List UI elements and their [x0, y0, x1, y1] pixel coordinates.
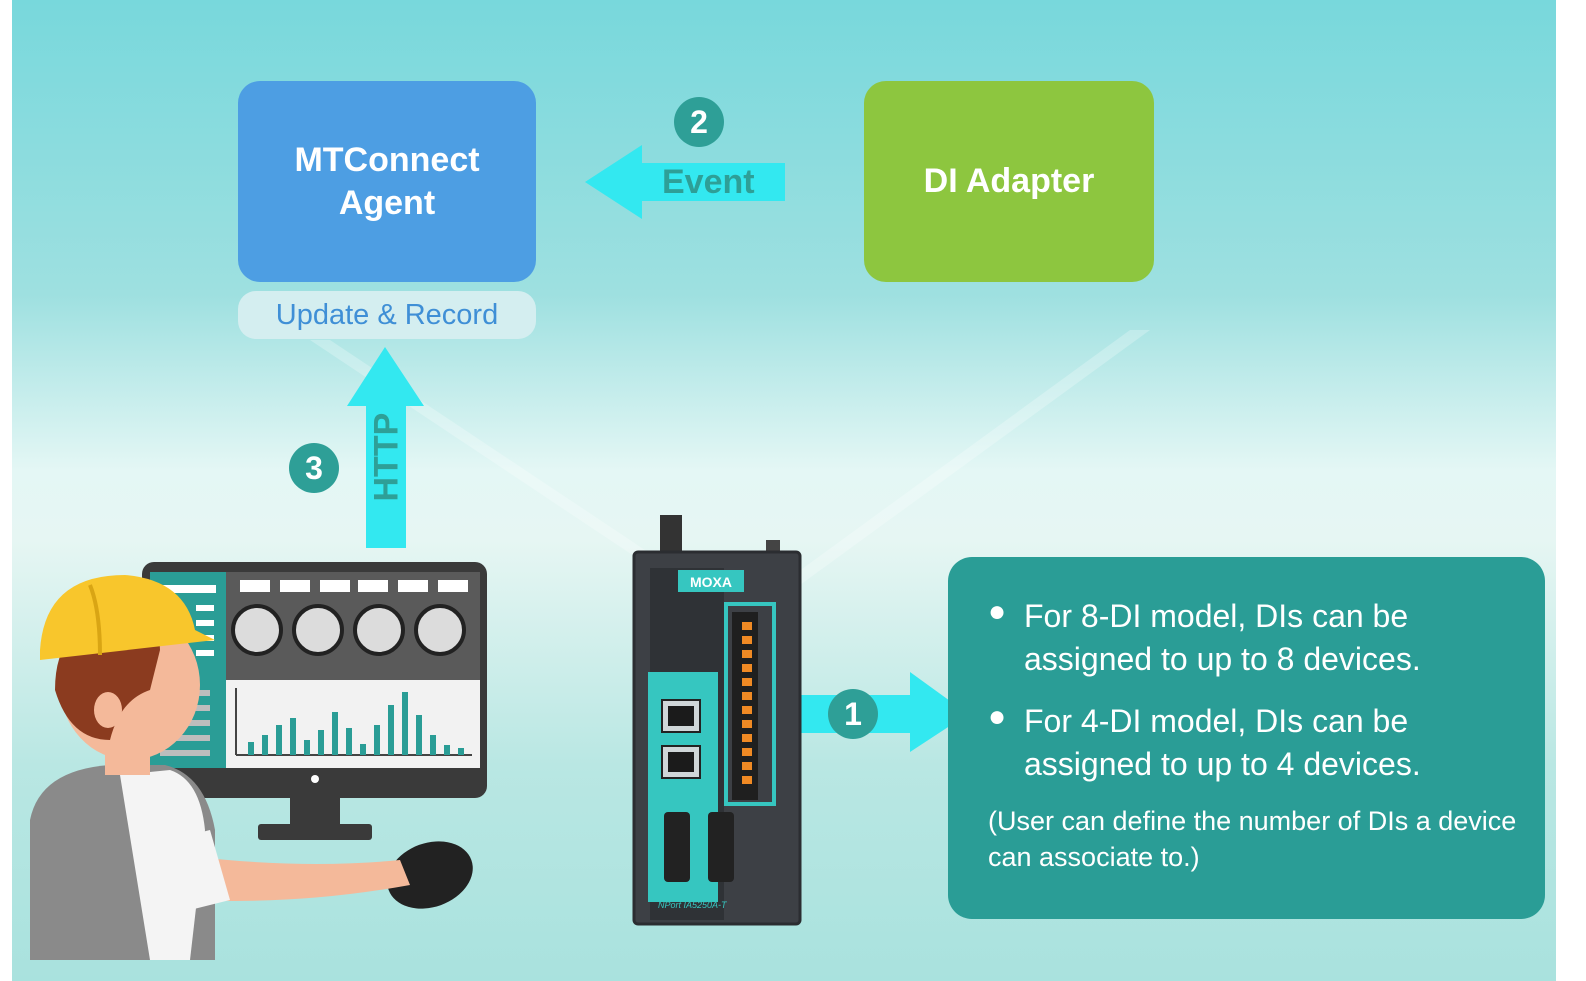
agent-title-line2: Agent — [338, 183, 436, 222]
beam-right — [780, 330, 1150, 585]
agent-title-line1: MTConnect — [294, 140, 480, 179]
di-adapter-box: DI Adapter — [864, 81, 1154, 282]
event-label: Event — [662, 163, 755, 201]
adapter-label: DI Adapter — [923, 162, 1095, 200]
http-arrow — [347, 347, 424, 548]
step-2-badge: 2 — [674, 97, 724, 147]
bullet-dot: ● — [988, 700, 1007, 733]
step-3-badge: 3 — [289, 443, 339, 493]
bullet-8di: For 8-DI model, DIs can be assigned to u… — [1024, 598, 1421, 677]
event-arrow — [585, 145, 785, 219]
worker-figure — [30, 575, 473, 960]
beam-left — [310, 340, 660, 560]
di-info-panel: ● For 8-DI model, DIs can be assigned to… — [948, 557, 1545, 919]
update-record-label: Update & Record — [238, 291, 536, 339]
bullet-4di: For 4-DI model, DIs can be assigned to u… — [1024, 703, 1421, 782]
mtconnect-agent-box: MTConnect Agent — [238, 81, 536, 282]
moxa-device: MOXA NPort IA5250A-T — [632, 515, 802, 926]
user-define-note: (User can define the number of DIs a dev… — [988, 806, 1517, 872]
http-label: HTTP — [367, 412, 406, 502]
device-model-text: NPort IA5250A-T — [658, 900, 728, 910]
bullet-dot: ● — [988, 595, 1007, 628]
monitor-dashboard — [142, 562, 487, 840]
device-brand-text: MOXA — [690, 574, 732, 590]
step-1-badge: 1 — [828, 689, 878, 739]
